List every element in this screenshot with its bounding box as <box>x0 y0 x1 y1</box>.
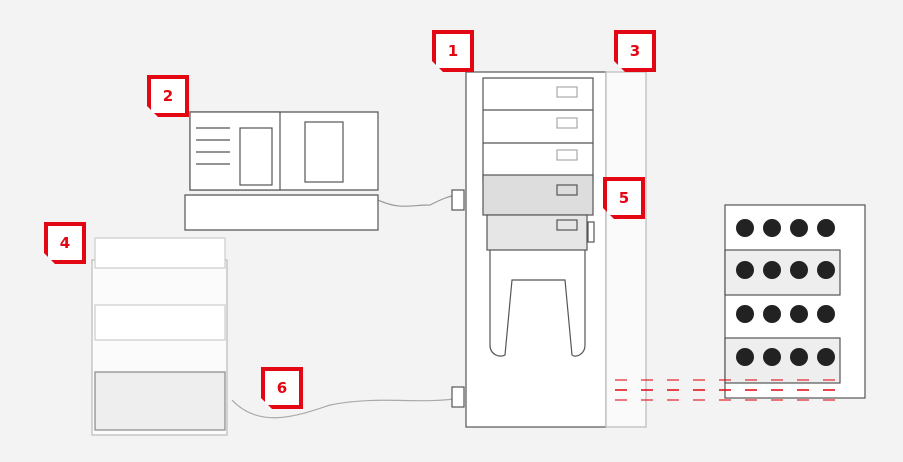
airflow-arrows <box>615 379 845 401</box>
fan-grid <box>736 219 835 366</box>
battery-rack <box>91 237 228 436</box>
label-3-bypass: 3 <box>614 30 656 72</box>
label-4-batteries: 4 <box>44 222 86 264</box>
battery-cable <box>231 397 461 419</box>
generator <box>184 111 379 231</box>
ups-cabinet <box>451 71 607 428</box>
label-2-generator: 2 <box>147 75 189 117</box>
label-5-static-switch: 5 <box>603 177 645 219</box>
label-6-cabling: 6 <box>261 367 303 409</box>
generator-cable <box>377 194 461 207</box>
label-1-ups: 1 <box>432 30 474 72</box>
bypass-panel <box>605 71 647 428</box>
